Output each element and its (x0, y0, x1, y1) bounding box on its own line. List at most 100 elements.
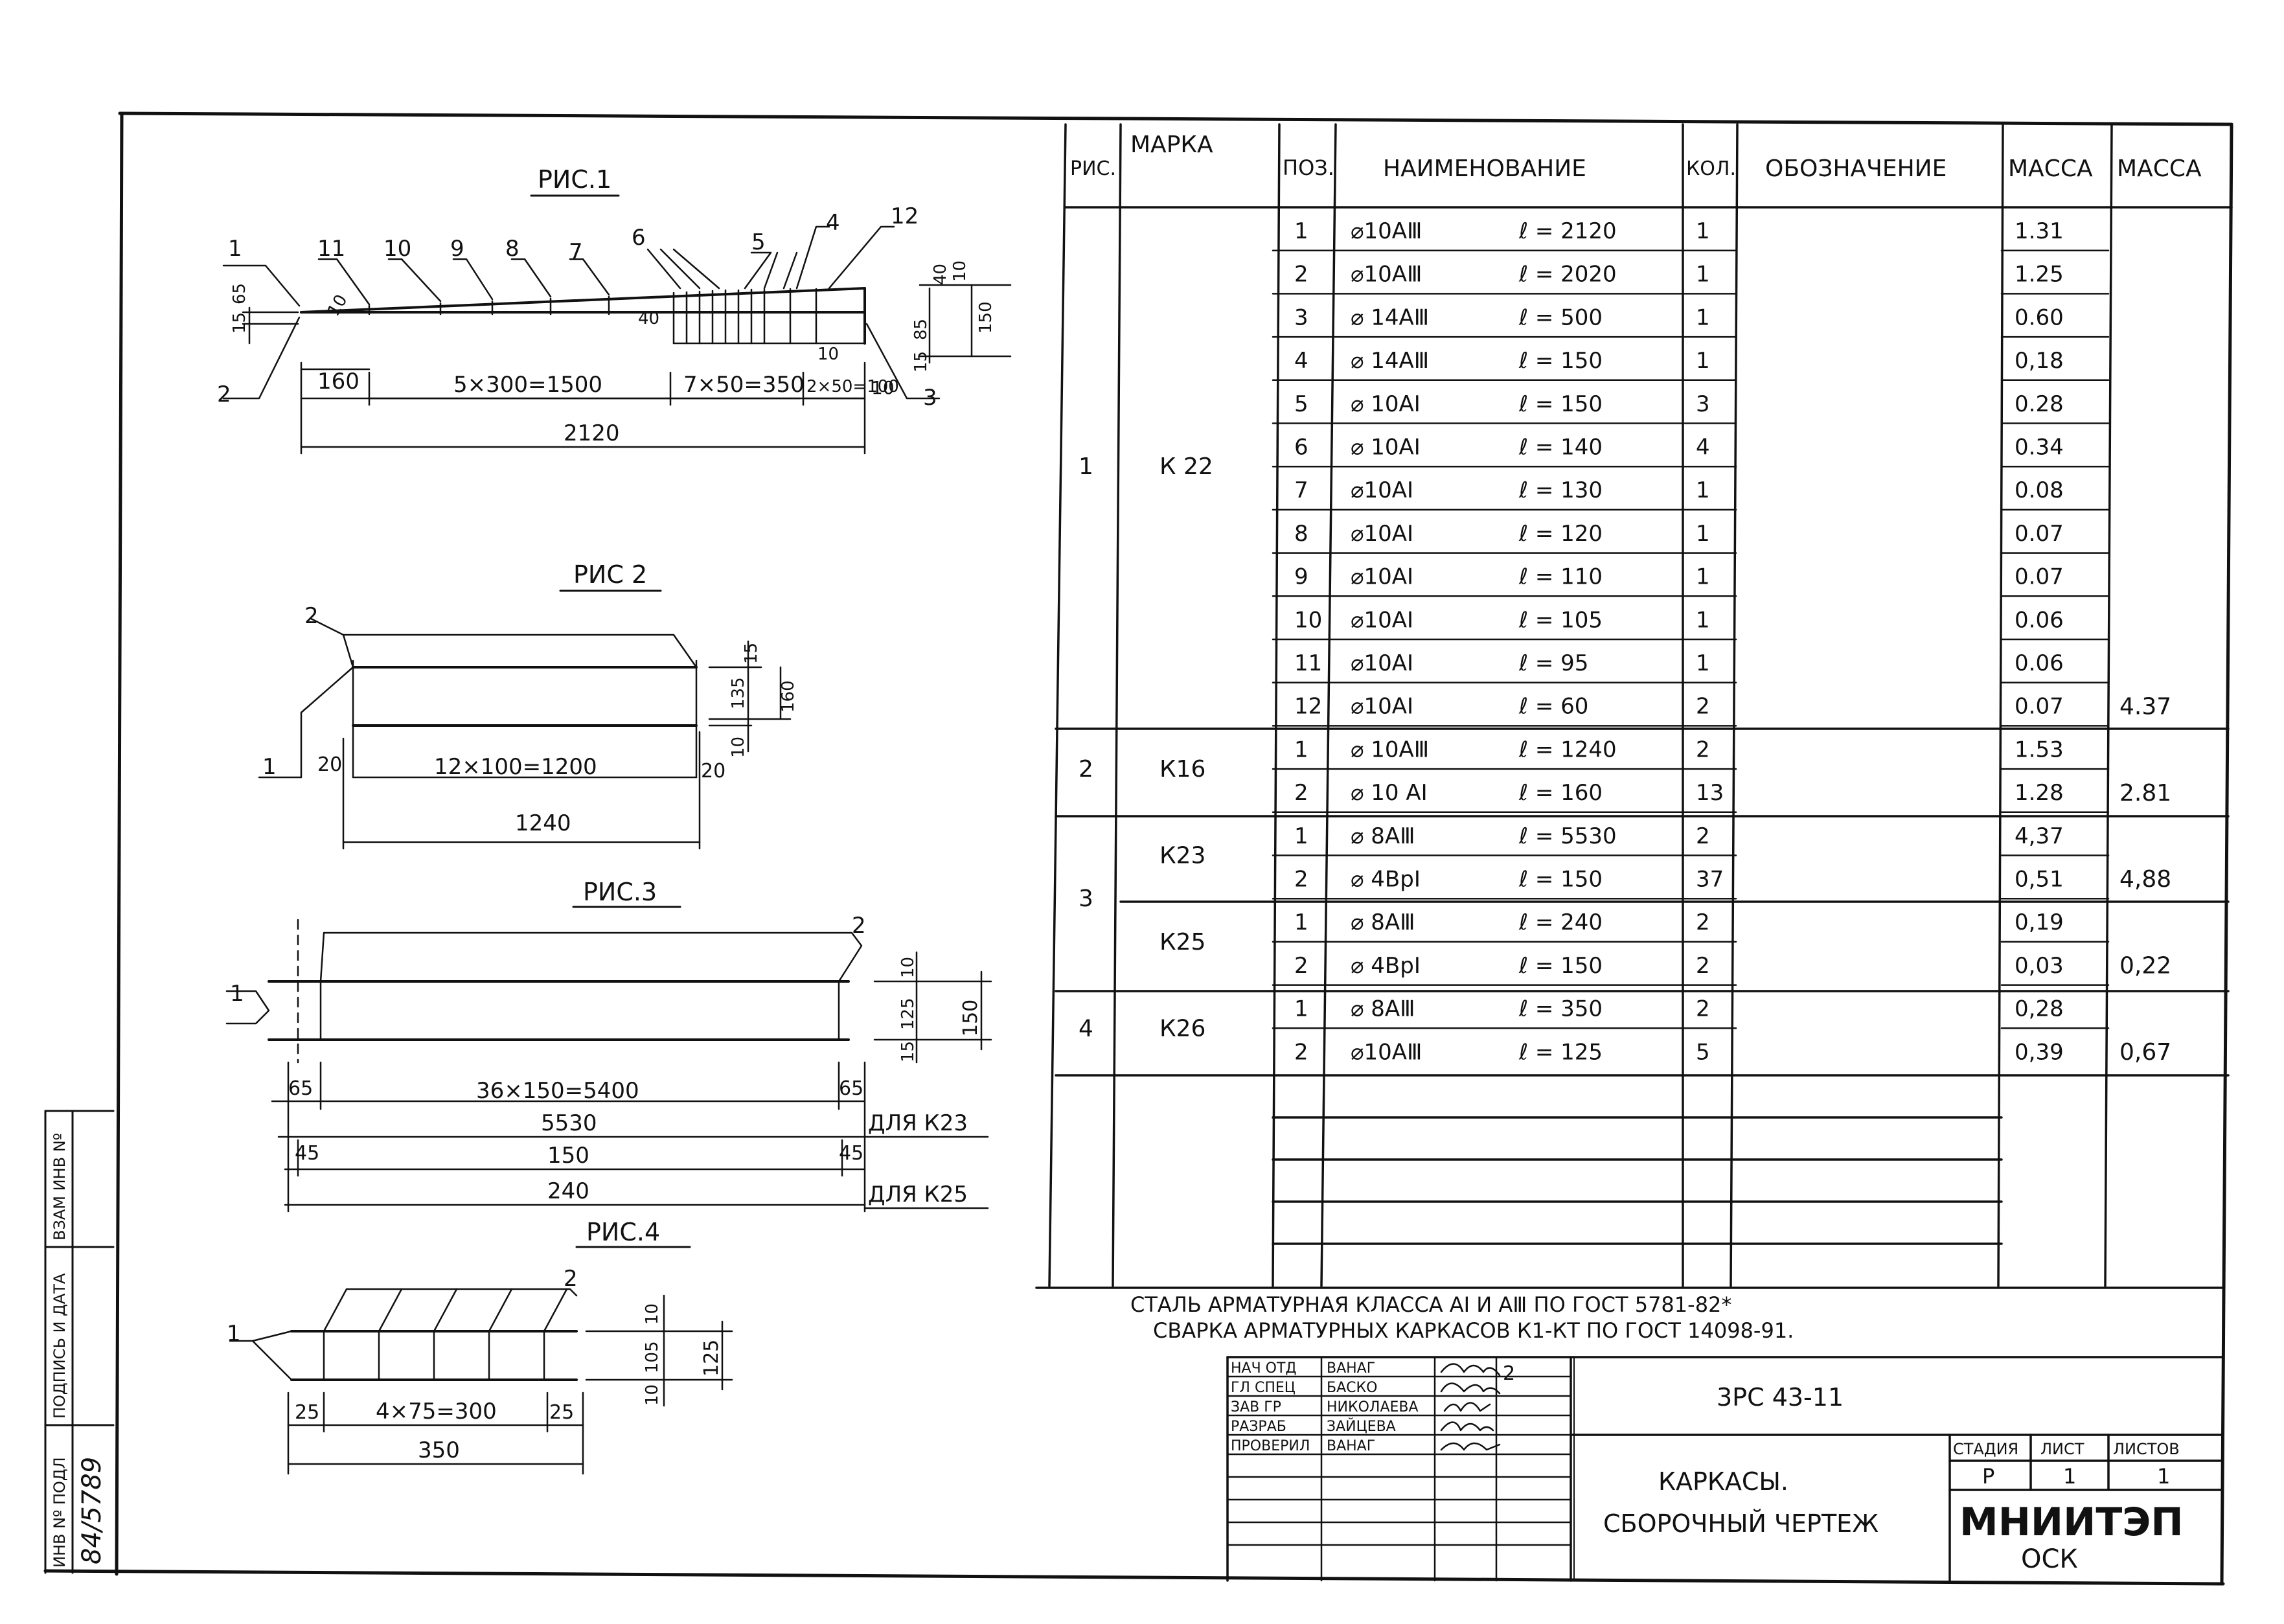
spec-cell-pos: 10 (1294, 607, 1322, 633)
spec-cell-mark: К23 (1159, 843, 1205, 869)
fig1-callout: 12 (891, 203, 919, 229)
fig3-dim: 65 (839, 1077, 863, 1100)
spec-cell-total-mass: 4,88 (2119, 866, 2171, 893)
spec-cell-length: ℓ = 160 (1518, 780, 1603, 806)
fig2-dim: 15 (742, 643, 761, 664)
spec-cell-pos: 6 (1294, 435, 1308, 461)
spec-cell-mass: 1.31 (2015, 218, 2064, 244)
spec-cell-length: ℓ = 60 (1518, 694, 1588, 720)
spec-cell-pos: 4 (1294, 348, 1308, 374)
spec-cell-qty: 1 (1696, 564, 1710, 590)
inventory-number: 84/5789 (77, 1457, 107, 1564)
spec-header: КОЛ. (1686, 157, 1736, 180)
spec-cell-mark: К25 (1159, 929, 1205, 955)
spec-cell-length: ℓ = 105 (1518, 607, 1603, 633)
drawing-frame (43, 111, 2233, 1586)
spec-cell-pos: 5 (1294, 391, 1308, 417)
spec-header: НАИМЕНОВАНИЕ (1383, 155, 1586, 182)
spec-cell-qty: 1 (1696, 348, 1710, 374)
spec-cell-qty: 2 (1696, 996, 1710, 1022)
fig4-dim: 125 (700, 1340, 723, 1377)
fig3-dim: 65 (288, 1077, 313, 1100)
fig1-dim: 15 (911, 351, 931, 372)
organization-sub: ОСК (2021, 1544, 2078, 1574)
spec-cell-pos: 1 (1294, 996, 1308, 1022)
spec-cell-name: ⌀10АI (1351, 521, 1413, 547)
spec-cell-name: ⌀ 10 АI (1351, 780, 1428, 806)
spec-cell-qty: 37 (1696, 867, 1724, 893)
spec-cell-mass: 0,03 (2015, 953, 2064, 979)
spec-header: МАРКА (1130, 132, 1213, 158)
figure-3: РИС.3 (225, 878, 992, 1213)
fig4-dim: 25 (295, 1401, 319, 1424)
spec-cell-mass: 0.07 (2015, 521, 2064, 547)
spec-cell-name: ⌀ 8АⅢ (1351, 823, 1415, 849)
spec-cell-fig: 1 (1079, 453, 1093, 480)
fig1-callout: 9 (450, 236, 464, 262)
spec-cell-qty: 1 (1696, 521, 1710, 547)
spec-cell-mass: 0.08 (2015, 477, 2064, 503)
spec-cell-name: ⌀ 14АⅢ (1351, 304, 1429, 330)
fig4-dim: 105 (643, 1341, 662, 1373)
signature-name: БАСКО (1327, 1380, 1377, 1396)
fig1-dim: 5×300=1500 (453, 372, 602, 398)
spec-cell-mass: 0,28 (2015, 996, 2064, 1022)
figure-1-title: РИС.1 (538, 165, 611, 194)
fig2-callout: 2 (304, 603, 319, 629)
spec-cell-name: ⌀10АI (1351, 694, 1413, 720)
spec-header: МАССА (2008, 155, 2093, 182)
fig1-callout: 2 (217, 382, 231, 407)
spec-cell-mass: 0,18 (2015, 348, 2064, 374)
spec-cell-fig: 4 (1079, 1015, 1093, 1042)
spec-cell-qty: 1 (1696, 477, 1710, 503)
spec-cell-fig: 3 (1079, 886, 1093, 912)
spec-cell-length: ℓ = 2120 (1518, 218, 1617, 244)
spec-cell-name: ⌀ 4ВрI (1351, 953, 1421, 979)
spec-cell-pos: 7 (1294, 477, 1308, 503)
fig2-dim: 20 (701, 760, 725, 783)
spec-cell-pos: 2 (1294, 867, 1308, 893)
signature-role: ГЛ СПЕЦ (1231, 1380, 1296, 1396)
fig1-callout: 5 (751, 229, 766, 255)
spec-cell-length: ℓ = 150 (1518, 348, 1603, 374)
fig1-dim: 7×50=350 (683, 372, 805, 398)
spec-cell-length: ℓ = 150 (1518, 953, 1603, 979)
fig4-dim: 10 (643, 1303, 662, 1325)
spec-cell-name: ⌀10АⅢ (1351, 1039, 1422, 1065)
note-welding: СВАРКА АРМАТУРНЫХ КАРКАСОВ К1-КТ ПО ГОСТ… (1153, 1318, 1794, 1343)
fig4-dim: 350 (418, 1437, 460, 1463)
fig3-callout: 1 (230, 981, 244, 1007)
spec-cell-length: ℓ = 130 (1518, 477, 1603, 503)
spec-cell-mass: 1.25 (2015, 262, 2064, 288)
fig3-dim: 125 (898, 998, 918, 1030)
signature-role: РАЗРАБ (1231, 1419, 1286, 1435)
spec-cell-pos: 12 (1294, 694, 1322, 720)
spec-cell-qty: 2 (1696, 823, 1710, 849)
spec-cell-length: ℓ = 110 (1518, 564, 1603, 590)
spec-cell-total-mass: 0,22 (2119, 953, 2171, 979)
spec-cell-qty: 1 (1696, 650, 1710, 676)
spec-cell-length: ℓ = 2020 (1518, 262, 1617, 288)
fig1-dim: 15 (230, 312, 249, 334)
side-stamp-label: ВЗАМ ИНВ Nº (51, 1133, 69, 1241)
fig4-dim: 25 (549, 1401, 574, 1424)
fig2-dim: 135 (729, 677, 748, 709)
spec-cell-qty: 1 (1696, 218, 1710, 244)
spec-cell-name: ⌀10АI (1351, 607, 1413, 633)
spec-header: ОБОЗНАЧЕНИЕ (1765, 155, 1947, 182)
signature-name: ВАНАГ (1327, 1360, 1375, 1377)
spec-cell-mass: 0,39 (2015, 1039, 2064, 1065)
spec-cell-mark: К26 (1159, 1015, 1205, 1042)
spec-header: РИС. (1070, 157, 1116, 180)
fig1-callout: 7 (569, 239, 583, 265)
signature-role: НАЧ ОТД (1231, 1360, 1297, 1377)
side-stamp: ИНВ Nº ПОДЛ ПОДПИСЬ И ДАТА ВЗАМ ИНВ Nº 8… (44, 1110, 115, 1574)
fig3-dim: 5530 (541, 1110, 597, 1136)
spec-cell-pos: 11 (1294, 650, 1322, 676)
spec-cell-fig: 2 (1079, 756, 1093, 783)
fig1-dim: 10 (950, 260, 970, 282)
fig4-dim: 4×75=300 (376, 1399, 497, 1424)
sheets-label: ЛИСТОВ (2113, 1440, 2180, 1458)
spec-cell-mass: 0.07 (2015, 564, 2064, 590)
fig2-dim: 160 (779, 680, 798, 713)
